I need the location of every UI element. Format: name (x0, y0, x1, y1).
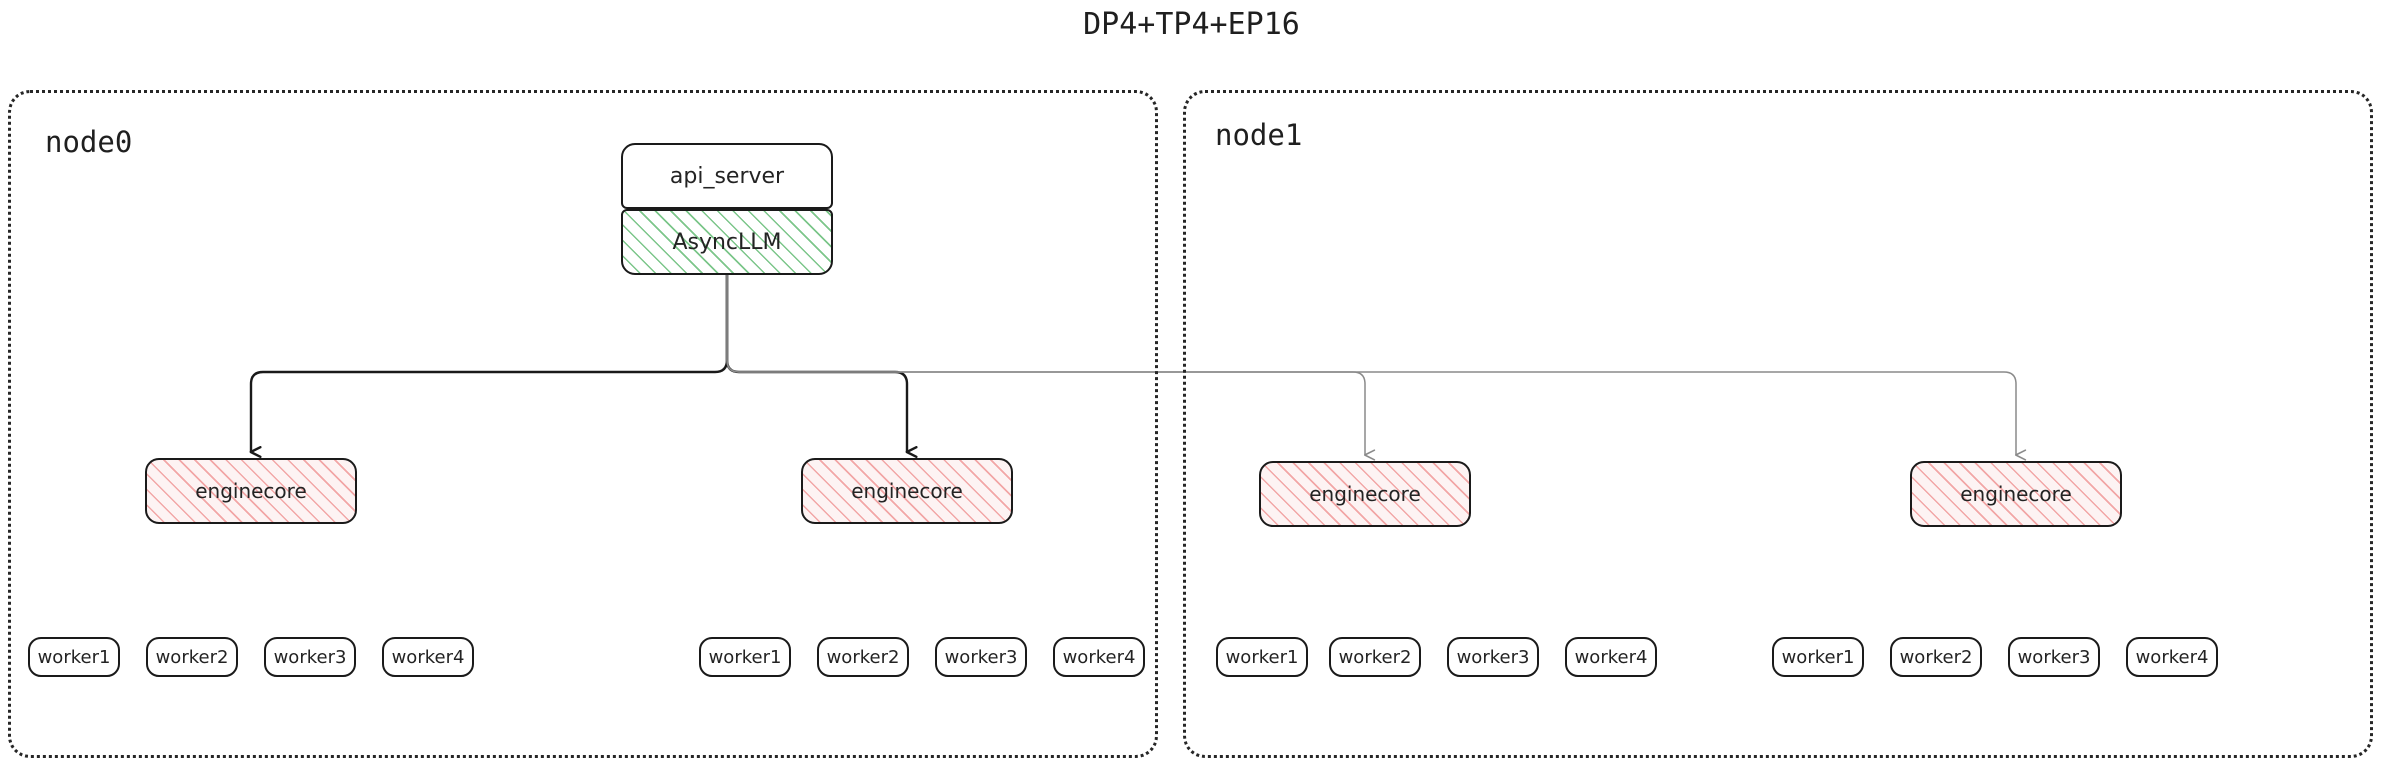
enginecore-box-node0-1-label: enginecore (195, 479, 307, 503)
worker-box-label: worker3 (273, 646, 347, 668)
enginecore-box-node0-1[interactable]: enginecore (145, 458, 357, 524)
worker-box[interactable]: worker1 (1216, 637, 1308, 677)
worker-box[interactable]: worker4 (1565, 637, 1657, 677)
node-container-node1 (1183, 90, 2373, 758)
worker-box[interactable]: worker2 (1329, 637, 1421, 677)
worker-box-label: worker4 (2135, 646, 2209, 668)
worker-box-label: worker1 (1781, 646, 1855, 668)
worker-box-label: worker1 (1225, 646, 1299, 668)
page-title: DP4+TP4+EP16 (1083, 7, 1300, 42)
asyncllm-box[interactable]: AsyncLLM (621, 209, 833, 275)
worker-box-label: worker3 (944, 646, 1018, 668)
worker-box-label: worker4 (1574, 646, 1648, 668)
worker-box[interactable]: worker3 (264, 637, 356, 677)
worker-box-label: worker1 (708, 646, 782, 668)
worker-box-label: worker2 (1899, 646, 1973, 668)
worker-box[interactable]: worker4 (2126, 637, 2218, 677)
worker-box[interactable]: worker2 (146, 637, 238, 677)
worker-box-label: worker4 (391, 646, 465, 668)
worker-box[interactable]: worker1 (28, 637, 120, 677)
worker-box[interactable]: worker4 (1053, 637, 1145, 677)
worker-box[interactable]: worker1 (1772, 637, 1864, 677)
worker-box-label: worker2 (1338, 646, 1412, 668)
worker-box-label: worker2 (155, 646, 229, 668)
worker-box[interactable]: worker3 (935, 637, 1027, 677)
worker-box[interactable]: worker2 (1890, 637, 1982, 677)
asyncllm-box-label: AsyncLLM (672, 229, 782, 255)
enginecore-box-node0-2-label: enginecore (851, 479, 963, 503)
worker-box-label: worker3 (1456, 646, 1530, 668)
worker-box[interactable]: worker2 (817, 637, 909, 677)
enginecore-box-node1-2-label: enginecore (1960, 482, 2072, 506)
enginecore-box-node0-2[interactable]: enginecore (801, 458, 1013, 524)
worker-box[interactable]: worker4 (382, 637, 474, 677)
node-label-node1: node1 (1215, 118, 1303, 152)
worker-box[interactable]: worker1 (699, 637, 791, 677)
worker-box-label: worker4 (1062, 646, 1136, 668)
enginecore-box-node1-1[interactable]: enginecore (1259, 461, 1471, 527)
node-label-node0: node0 (45, 125, 133, 159)
worker-box[interactable]: worker3 (1447, 637, 1539, 677)
node-container-node0 (8, 90, 1158, 758)
api-server-box[interactable]: api_server (621, 143, 833, 209)
enginecore-box-node1-2[interactable]: enginecore (1910, 461, 2122, 527)
worker-box-label: worker1 (37, 646, 111, 668)
worker-box-label: worker3 (2017, 646, 2091, 668)
worker-box[interactable]: worker3 (2008, 637, 2100, 677)
api-server-box-label: api_server (669, 163, 785, 189)
worker-box-label: worker2 (826, 646, 900, 668)
enginecore-box-node1-1-label: enginecore (1309, 482, 1421, 506)
